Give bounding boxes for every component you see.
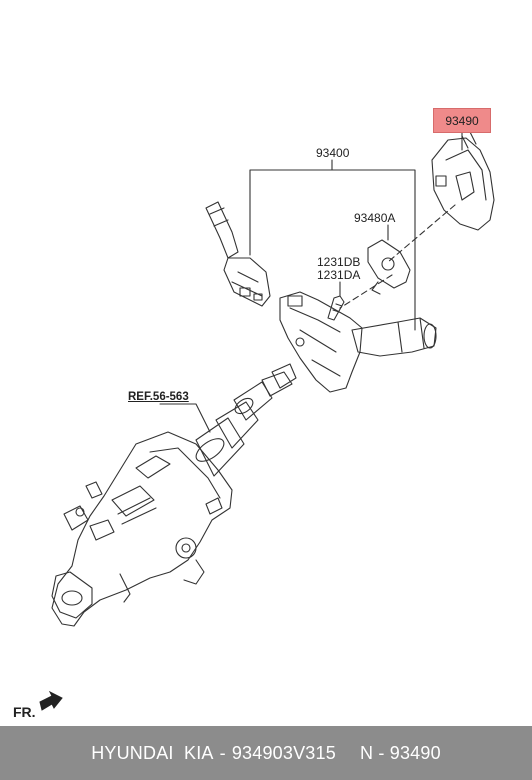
footer-part-number: 934903V315 [231,742,336,763]
upper-shaft [195,363,297,477]
clock-spring [431,131,495,231]
label-bolt-2: 1231DA [317,268,361,282]
bolt [327,295,345,321]
label-reference[interactable]: REF.56-563 [128,391,189,403]
label-front: FR. [13,704,36,720]
label-assembly: 93400 [316,146,350,160]
label-part-highlight[interactable]: 93490 [433,108,491,133]
label-part-switch: 93480A [354,211,396,225]
column-body [51,431,233,627]
footer-n-code: N - 93490 [359,742,441,763]
part-footer: HYUNDAI KIA - 934903V315 N - 93490 [0,726,532,780]
ignition-housing [279,291,363,393]
front-arrow-icon [39,690,63,711]
assembly-bracket [249,159,416,331]
steering-column-drawing [39,131,495,711]
angle-sensor [367,239,411,295]
alignment-line [339,204,456,309]
left-switch-stalk [205,201,271,307]
footer-separator: - [219,742,226,763]
leader-ref [159,403,211,433]
parts-diagram: 93400 93490 93480A 1231DB 1231DA REF.56-… [13,108,495,720]
label-bolt-1: 1231DB [317,255,361,269]
footer-brand: HYUNDAI KIA [91,742,214,763]
right-switch-stalk [351,317,437,357]
